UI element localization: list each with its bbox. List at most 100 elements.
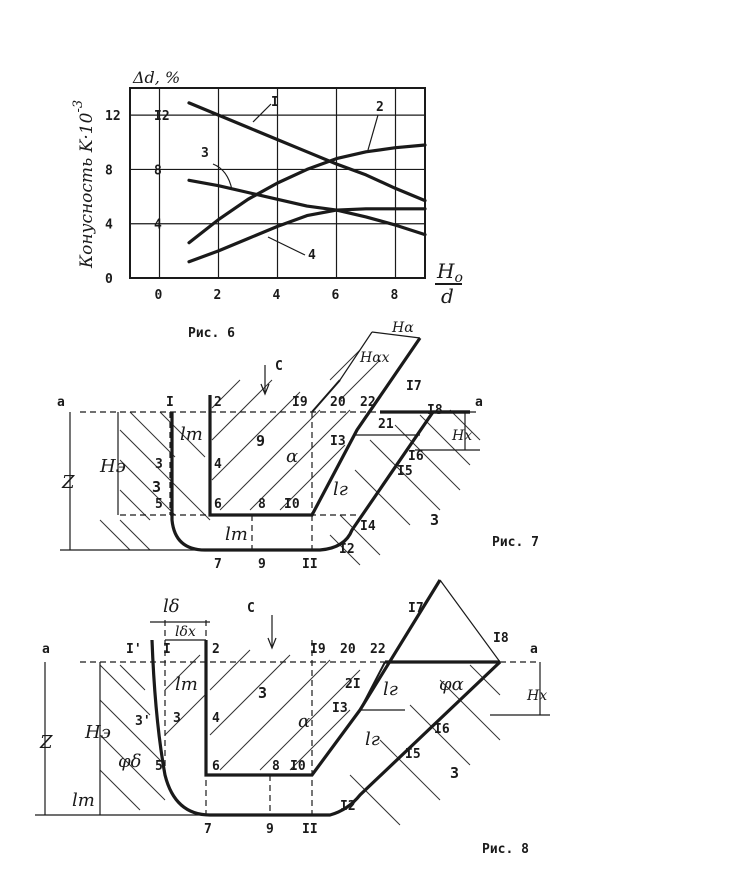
- hatch-electrode-7: [211, 349, 381, 511]
- x-axis-label-denominator: d: [441, 284, 454, 308]
- point-7-7: 7: [214, 557, 222, 572]
- y-secondary-axis-label: Δd, %: [132, 68, 180, 87]
- point-3p-8: 3': [135, 714, 151, 729]
- point-19-8: I9: [310, 642, 326, 657]
- zone-9-7: 9: [256, 432, 265, 450]
- dim-ldx-8: lδx: [175, 624, 196, 640]
- point-21-8: 2I: [345, 677, 361, 692]
- point-3-7: 3: [155, 457, 163, 472]
- point-17-8: I7: [408, 601, 424, 616]
- dim-lt-8: lт: [175, 674, 198, 695]
- angle-phi-a-8: φα: [439, 674, 464, 695]
- point-5-7: 5: [155, 497, 163, 512]
- zone-3-7: 3: [152, 478, 161, 496]
- point-15-8: I5: [405, 747, 421, 762]
- dim-ld-8: lδ: [163, 596, 180, 617]
- point-16-8: I6: [434, 722, 450, 737]
- zone-3-8: 3: [258, 684, 267, 702]
- point-19-7: I9: [292, 395, 308, 410]
- hatch-right-7: [329, 409, 481, 566]
- figure-7-diagram: a a C I 2 3 4 5 6 7 8 9 I0 II I2 I3 I4 I…: [57, 320, 539, 572]
- y-secondary-tick-label: I2: [154, 109, 170, 124]
- hatch-electrode-8: [164, 649, 361, 771]
- label-a-right-7: a: [475, 395, 483, 410]
- dim-lt-left-8: lт: [72, 790, 95, 811]
- series-label-4: 4: [308, 248, 316, 263]
- label-a-right-8: a: [530, 642, 538, 657]
- y-tick-labels: 0 4 8 12: [105, 109, 121, 287]
- dim-lt2-7: lт: [225, 524, 248, 545]
- label-a-left-8: a: [42, 642, 50, 657]
- caption-fig7: Рис. 7: [492, 535, 539, 550]
- caption-fig6: Рис. 6: [188, 326, 235, 341]
- point-20-8: 20: [340, 642, 356, 657]
- dim-lt-7: lт: [180, 424, 203, 445]
- series-line-1: [187, 101, 427, 203]
- point-9-8: 9: [266, 822, 274, 837]
- point-11-7: II: [302, 557, 318, 572]
- x-tick-label: 0: [155, 288, 163, 303]
- series-lines: [187, 101, 427, 264]
- x-tick-label: 8: [391, 288, 399, 303]
- point-8-7: 8: [258, 497, 266, 512]
- hatch-right-8: [349, 664, 501, 826]
- point-22-8: 22: [370, 642, 386, 657]
- series-label-3: 3: [201, 146, 209, 161]
- point-15-7: I5: [397, 464, 413, 479]
- x-axis-label-numerator: Ho: [436, 259, 463, 286]
- point-10-8: I0: [290, 759, 306, 774]
- zone-3r-7: 3: [430, 511, 439, 529]
- dim-hx-7: Hx: [451, 428, 472, 444]
- point-13-7: I3: [330, 434, 346, 449]
- point-11-8: II: [302, 822, 318, 837]
- dim-he-8: Hэ: [84, 722, 111, 743]
- angle-phi-d-8: φδ: [118, 751, 141, 772]
- angle-alpha-8: α: [298, 711, 310, 732]
- series-line-3: [187, 178, 427, 237]
- point-10-7: I0: [284, 497, 300, 512]
- point-17-7: I7: [406, 379, 422, 394]
- label-c-8: C: [247, 601, 255, 616]
- hatch-left-8: [99, 664, 166, 811]
- hole-outline-7: [170, 410, 470, 552]
- dim-lr-7: lг: [333, 479, 348, 500]
- point-6-7: 6: [214, 497, 222, 512]
- point-7-8: 7: [204, 822, 212, 837]
- point-12-8: I2: [340, 799, 356, 814]
- point-6-8: 6: [212, 759, 220, 774]
- dim-z-7: Z: [61, 472, 75, 493]
- y-tick-label: 0: [105, 272, 113, 287]
- label-a-left-7: a: [57, 395, 65, 410]
- angle-alpha-7: α: [286, 446, 298, 467]
- point-2-8: 2: [212, 642, 220, 657]
- point-3-8: 3: [173, 711, 181, 726]
- point-9-7: 9: [258, 557, 266, 572]
- electrode-outline-8: [204, 579, 442, 777]
- point-8-8: 8: [272, 759, 280, 774]
- point-14-7: I4: [360, 519, 376, 534]
- x-tick-label: 2: [214, 288, 222, 303]
- y-tick-label: 8: [105, 163, 113, 178]
- x-tick-label: 6: [332, 288, 340, 303]
- dim-lr-8: lг: [383, 679, 398, 700]
- point-4-7: 4: [214, 457, 222, 472]
- point-2-7: 2: [214, 395, 222, 410]
- series-line-2: [187, 143, 427, 245]
- point-21-7: 21: [378, 417, 394, 432]
- y-secondary-tick-label: 4: [154, 218, 162, 233]
- grid-lines: [130, 88, 425, 278]
- hole-outline-8: [150, 639, 502, 817]
- series-label-1: I: [271, 95, 279, 110]
- point-5-8: 5: [155, 759, 163, 774]
- series-label-2: 2: [376, 100, 384, 115]
- dim-he-7: Hэ: [99, 456, 126, 477]
- label-c-7: C: [275, 359, 283, 374]
- y-tick-label: 4: [105, 218, 113, 233]
- point-4-8: 4: [212, 711, 220, 726]
- zone-3r-8: 3: [450, 764, 459, 782]
- x-tick-label: 4: [273, 288, 281, 303]
- y-tick-label: 12: [105, 109, 121, 124]
